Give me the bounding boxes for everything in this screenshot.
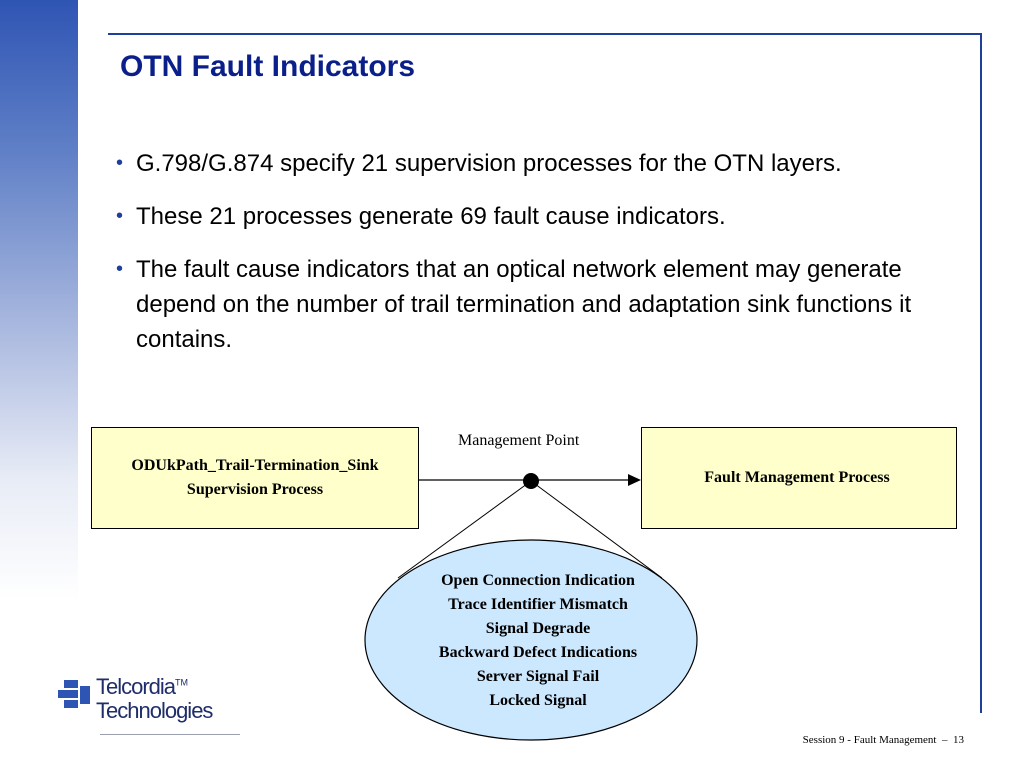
source-box-line1: ODUkPath_Trail-Termination_Sink [131,457,379,474]
supervision-process-box: ODUkPath_Trail-Termination_Sink Supervis… [91,427,419,529]
logo-text-line2: Technologies [96,698,213,723]
footer-page-number: 13 [953,734,964,746]
bullet-item: • These 21 processes generate 69 fault ca… [116,199,936,234]
indicator-item: Server Signal Fail [476,668,600,685]
bullet-dot-icon: • [116,152,124,174]
indicator-ellipse [364,539,698,741]
indicator-item: Locked Signal [489,692,587,709]
logo-underline [100,734,240,735]
slide-frame [108,33,982,713]
source-box-line2: Supervision Process [186,481,324,498]
management-point-label: Management Point [458,432,580,449]
management-point-dot [523,473,539,489]
slide-title: OTN Fault Indicators [120,50,416,83]
side-gradient-bar [0,0,78,600]
bullet-dot-icon: • [116,205,124,227]
indicator-item: Backward Defect Indications [438,644,638,661]
telcordia-logo: TelcordiaTM Technologies [56,672,256,742]
callout-line-right [530,480,663,579]
bullet-list: • G.798/G.874 specify 21 supervision proc… [116,146,936,375]
footer-separator: – [942,734,948,746]
bullet-text: These 21 processes generate 69 fault cau… [136,203,726,230]
footer-session: Session 9 - Fault Management [802,734,937,746]
indicator-item: Open Connection Indication [441,572,635,589]
indicator-list: Open Connection Indication Trace Identif… [386,569,690,713]
telcordia-mark-icon [58,680,90,708]
bullet-dot-icon: • [116,258,124,280]
bullet-text: G.798/G.874 specify 21 supervision proce… [136,150,842,177]
bullet-text: The fault cause indicators that an optic… [136,256,912,353]
logo-text-line1: TelcordiaTM [96,674,189,699]
fault-management-box: Fault Management Process [641,427,957,529]
callout-line-left [397,480,532,579]
bullet-item: • The fault cause indicators that an opti… [116,252,936,357]
target-box-label: Fault Management Process [704,469,890,486]
arrow-head-icon [628,474,641,486]
bullet-item: • G.798/G.874 specify 21 supervision proc… [116,146,936,181]
indicator-item: Trace Identifier Mismatch [448,596,628,613]
indicator-item: Signal Degrade [485,620,591,637]
trademark-mark: TM [175,677,189,688]
slide-footer: Session 9 - Fault Management – 13 [803,734,964,746]
